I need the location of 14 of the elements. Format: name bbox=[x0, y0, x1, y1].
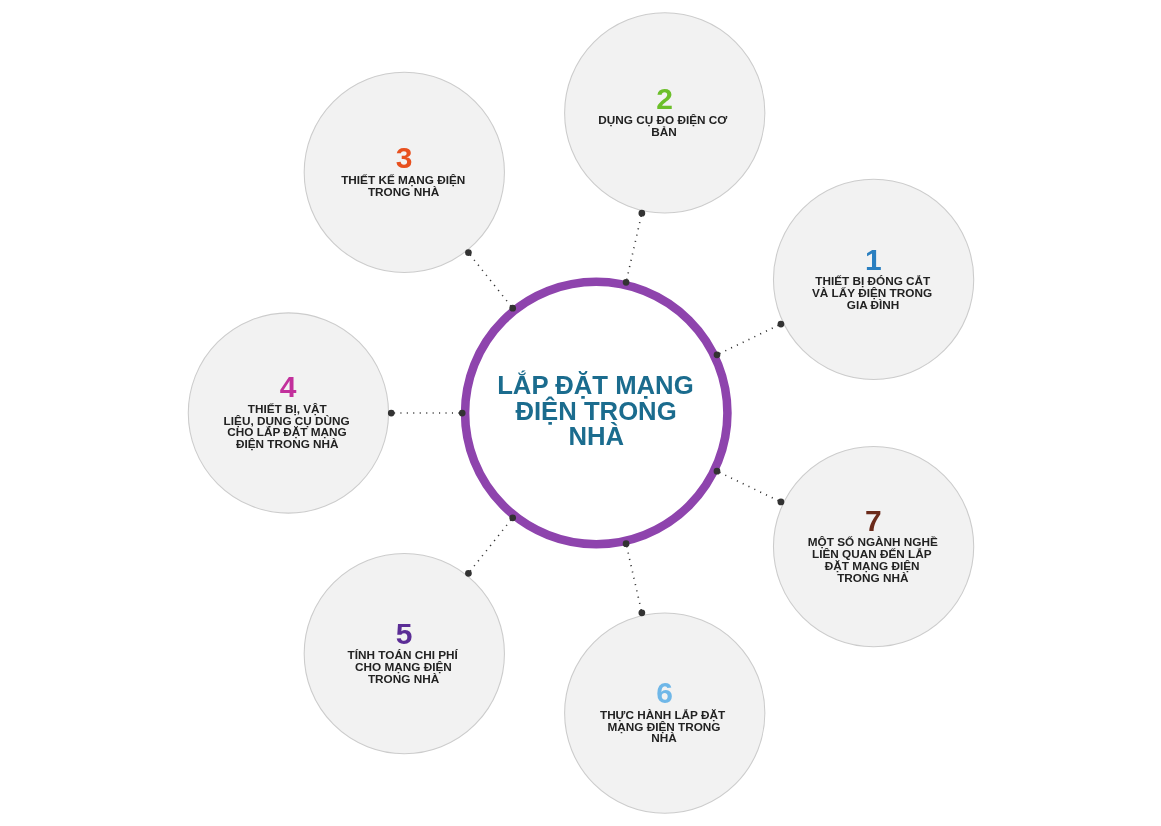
node-circle: 1 THIẾT BỊ ĐÓNG CẮT VÀ LẤY ĐIỆN TRONG GIA ĐÌNH bbox=[772, 178, 974, 381]
connector bbox=[387, 409, 466, 417]
connector bbox=[464, 514, 516, 577]
connector bbox=[622, 209, 645, 286]
connector bbox=[464, 249, 516, 312]
node-circle: 7 MỘT SỐ NGÀNH NGHỀ LIÊN QUAN ĐẾN LẮP ĐẶT MẠNG ĐIỆN TRONG NHÀ bbox=[772, 445, 974, 648]
node-circle: 3 THIẾT KẾ MẠNG ĐIỆN TRONG NHÀ bbox=[303, 71, 505, 273]
connector bbox=[713, 467, 784, 506]
node-circle: 4 THIẾT BỊ, VẬT LIỆU, DỤNG CỤ DÙNG CHO LẮP ĐẶT MẠNG ĐIỆN TRONG NHÀ bbox=[187, 312, 389, 514]
node-circle: 5 TÍNH TOÁN CHI PHÍ CHO MẠNG ĐIỆN TRONG NHÀ bbox=[303, 553, 505, 755]
connector bbox=[622, 540, 645, 617]
node-circle: 2 DỤNG CỤ ĐO ĐIỆN CƠ BẢN bbox=[563, 12, 765, 214]
node-circle: 6 THỰC HÀNH LẮP ĐẶT MẠNG ĐIỆN TRONG NHÀ bbox=[563, 612, 765, 814]
connector bbox=[713, 320, 784, 359]
